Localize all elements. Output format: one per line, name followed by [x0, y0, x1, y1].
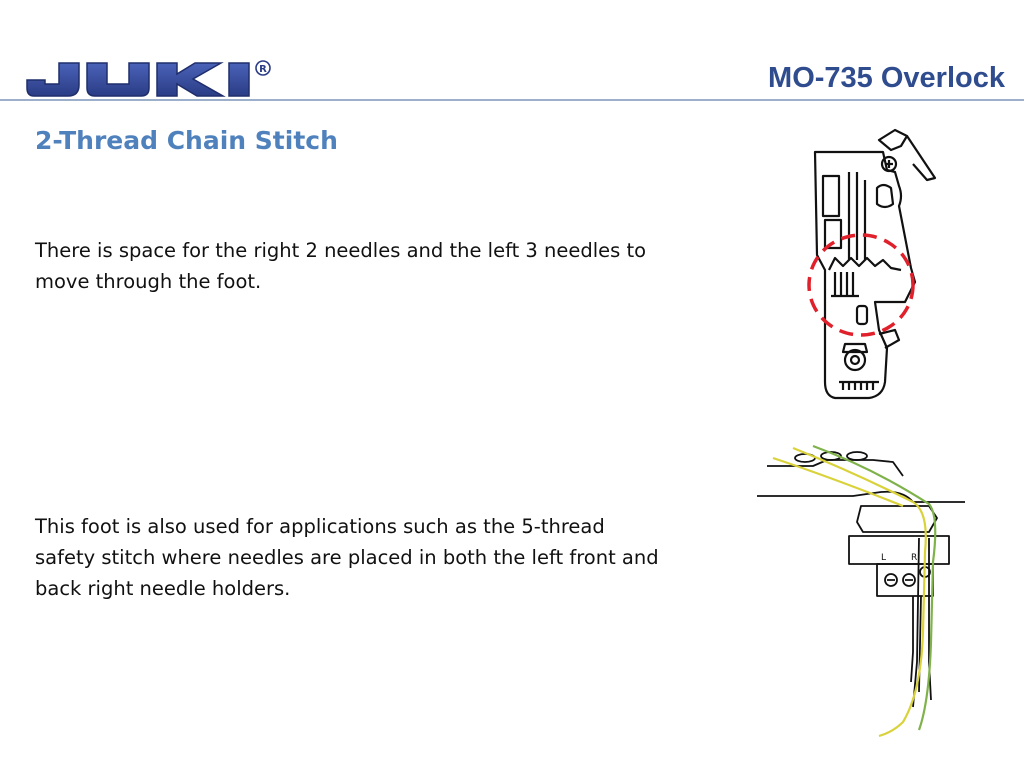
- header-divider: [0, 99, 1024, 101]
- slide-title: 2-Thread Chain Stitch: [35, 126, 338, 155]
- svg-text:R: R: [911, 553, 917, 563]
- body-paragraph-needle-space: There is space for the right 2 needles a…: [35, 239, 647, 293]
- juki-logo: R: [26, 60, 271, 97]
- svg-text:L: L: [881, 553, 886, 563]
- presser-foot-illustration: [807, 128, 937, 400]
- presentation-title: MO-735 Overlock: [768, 62, 1005, 94]
- body-paragraph-applications: This foot is also used for applications …: [35, 515, 659, 600]
- highlight-circle: [807, 233, 915, 337]
- yellow-thread: [792, 446, 927, 738]
- green-thread: [812, 444, 937, 731]
- svg-text:R: R: [259, 64, 267, 75]
- needle-holder-illustration: L R: [757, 444, 965, 738]
